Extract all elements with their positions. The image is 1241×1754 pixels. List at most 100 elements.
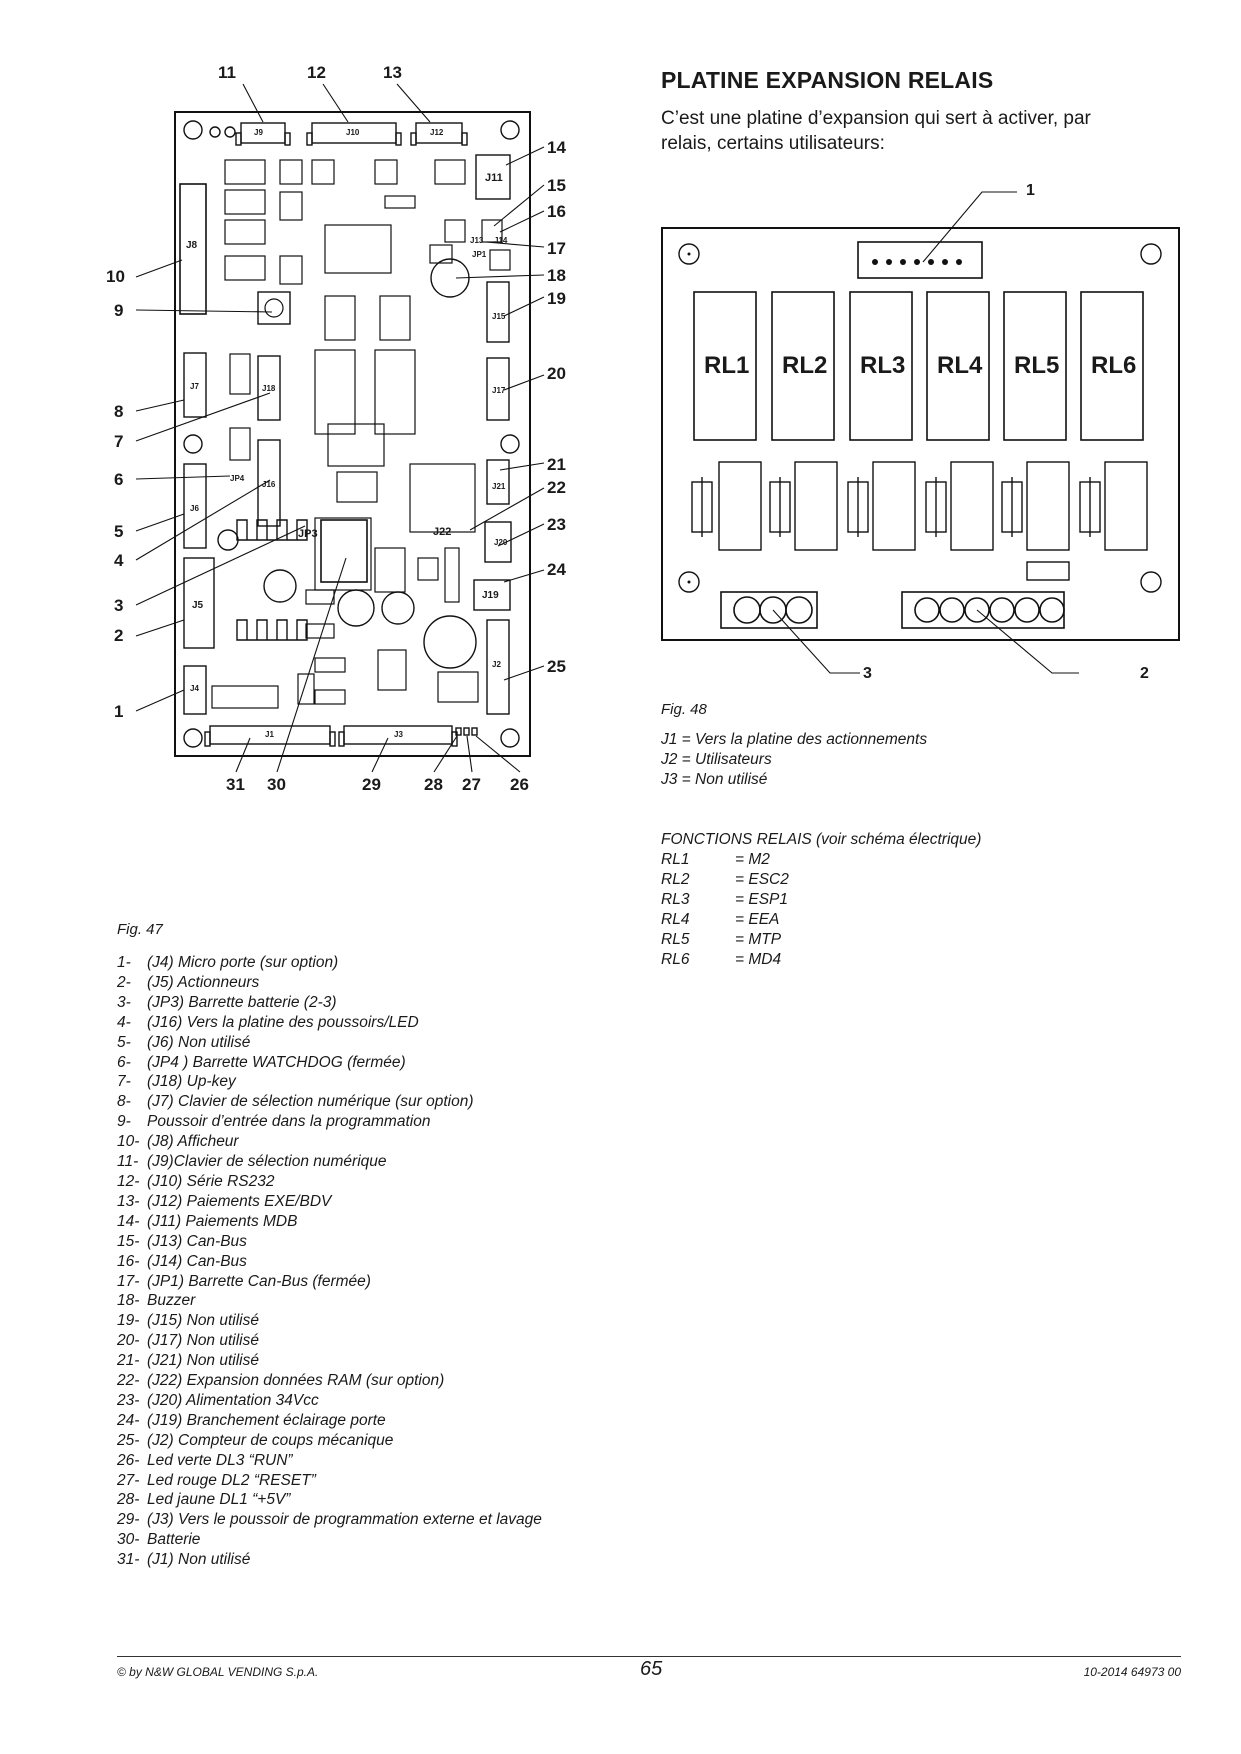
callout-21: 21 [547,455,566,474]
legend-item: 26- Led verte DL3 “RUN” [117,1451,542,1471]
callout-26: 26 [510,775,529,794]
legend-item: 9-Poussoir d’entrée dans la programmatio… [117,1112,542,1132]
fig48-callout-1: 1 [1026,182,1035,199]
fig48-callout-2: 2 [1140,665,1149,682]
relay-function-relay: RL4 [661,911,690,928]
legend-item-number: 19- [117,1312,140,1330]
callout-8: 8 [114,402,124,421]
legend-item-number: 23- [117,1391,140,1409]
legend-item-number: 10- [117,1133,140,1151]
legend-item-number: 13- [117,1192,140,1210]
relay-functions: FONCTIONS RELAIS (voir schéma électrique… [661,830,981,970]
legend-item-number: 31- [117,1551,140,1569]
legend-item: 2-(J5) Actionneurs [117,973,542,993]
callout-13: 13 [383,63,402,82]
board-label-j18: J18 [262,384,276,393]
fig48-diagram: RL1 RL2 RL3 RL4 RL5 RL6 1 3 2 [655,180,1185,700]
relay-function-row: RL6 = MD4 [661,950,981,970]
legend-item-text: (J1) Non utilisé [147,1551,251,1569]
legend-item-text: (J4) Micro porte (sur option) [147,954,339,971]
board-label-j5: J5 [192,600,204,611]
board-label-j15: J15 [492,312,506,321]
relay-function-relay: RL5 [661,931,690,948]
callout-10: 10 [106,267,125,286]
callout-31: 31 [226,775,245,794]
callout-28: 28 [424,775,443,794]
legend-item-number: 20- [117,1332,140,1350]
relay-function-row: RL1= M2 [661,850,981,870]
legend-item-text: (JP3) Barrette batterie (2-3) [147,993,337,1011]
legend-item-number: 12- [117,1172,140,1190]
callout-25: 25 [547,657,566,676]
relay-label-rl2: RL2 [782,352,828,379]
board-label-jp3: JP3 [298,528,318,540]
board-label-j10: J10 [346,128,360,137]
relay-label-rl5: RL5 [1014,352,1060,379]
legend-item-text: Buzzer [147,1292,196,1310]
relay-function-row: RL3= ESP1 [661,890,981,910]
board-label-j8: J8 [186,240,198,251]
legend-item: 8-(J7) Clavier de sélection numérique (s… [117,1092,542,1112]
callout-7: 7 [114,432,124,451]
board-label-j9: J9 [254,128,263,137]
legend-item: 22-(J22) Expansion données RAM (sur opti… [117,1371,542,1391]
legend-item-number: 27- [117,1471,140,1489]
relay-board-drawing [661,191,1180,674]
legend-item-text: (J12) Paiements EXE/BDV [147,1192,332,1210]
relay-function-relay: RL6 [661,951,690,968]
relay-function-value: = MD4 [735,951,782,968]
legend-item: 29-(J3) Vers le poussoir de programmatio… [117,1510,542,1530]
legend-item: 3-(JP3) Barrette batterie (2-3) [117,993,542,1013]
legend-item-number: 9- [117,1113,131,1131]
callout-29: 29 [362,775,381,794]
legend-item-text: (JP4 ) Barrette WATCHDOG (fermée) [147,1053,406,1071]
board-drawing [135,83,545,773]
legend-item-text: (J7) Clavier de sélection numérique (sur… [147,1093,474,1111]
legend-item-text: (J15) Non utilisé [147,1312,259,1330]
callout-11: 11 [218,63,236,82]
legend-item-text: Led verte DL3 “RUN” [147,1451,293,1469]
legend-item-number: 26- [117,1451,140,1469]
footer-copyright: © by N&W GLOBAL VENDING S.p.A. [117,1665,319,1679]
board-label-j13: J13 [470,236,484,245]
callout-2: 2 [114,626,124,645]
callout-4: 4 [114,551,124,570]
relay-function-value: = EEA [735,911,780,928]
board-label-jp4: JP4 [230,474,245,483]
board-label-j20: J20 [494,538,508,547]
legend-item: 16-(J14) Can-Bus [117,1252,542,1272]
legend-item: 7-(J18) Up-key [117,1072,542,1092]
legend-item-text: Led rouge DL2 “RESET” [147,1471,316,1489]
legend-item-text: (J19) Branchement éclairage porte [147,1411,386,1429]
legend-item-number: 29- [117,1511,140,1529]
legend-item-text: (J20) Alimentation 34Vcc [147,1391,319,1409]
callout-20: 20 [547,364,566,383]
callout-22: 22 [547,478,566,497]
legend-item: 21-(J21) Non utilisé [117,1351,542,1371]
board-label-j7: J7 [190,382,199,391]
relay-function-value: = MTP [735,931,782,948]
callout-5: 5 [114,522,124,541]
legend-item-number: 28- [117,1491,140,1509]
legend-item-text: (J21) Non utilisé [147,1352,259,1370]
callout-16: 16 [547,202,566,221]
connector-j1: J1 = Vers la platine des actionnements [661,731,928,748]
legend-item-number: 17- [117,1272,140,1290]
legend-item: 18-Buzzer [117,1291,542,1311]
legend-item-number: 5- [117,1033,131,1051]
relay-label-rl1: RL1 [704,352,750,379]
connector-j2: J2 = Utilisateurs [661,751,772,768]
board-label-j4: J4 [190,684,199,693]
callout-19: 19 [547,289,566,308]
legend-item: 31- (J1) Non utilisé [117,1550,542,1570]
legend-item-number: 1- [117,954,131,971]
callout-9: 9 [114,301,124,320]
board-label-j2: J2 [492,660,501,669]
legend-item-number: 22- [117,1372,140,1390]
relay-function-row: RL4 = EEA [661,910,981,930]
legend-item-number: 11- [117,1153,139,1171]
legend-item-number: 30- [117,1531,140,1549]
legend-item-text: (J14) Can-Bus [147,1252,247,1270]
relay-label-rl4: RL4 [937,352,983,379]
relay-function-value: = M2 [735,851,770,868]
